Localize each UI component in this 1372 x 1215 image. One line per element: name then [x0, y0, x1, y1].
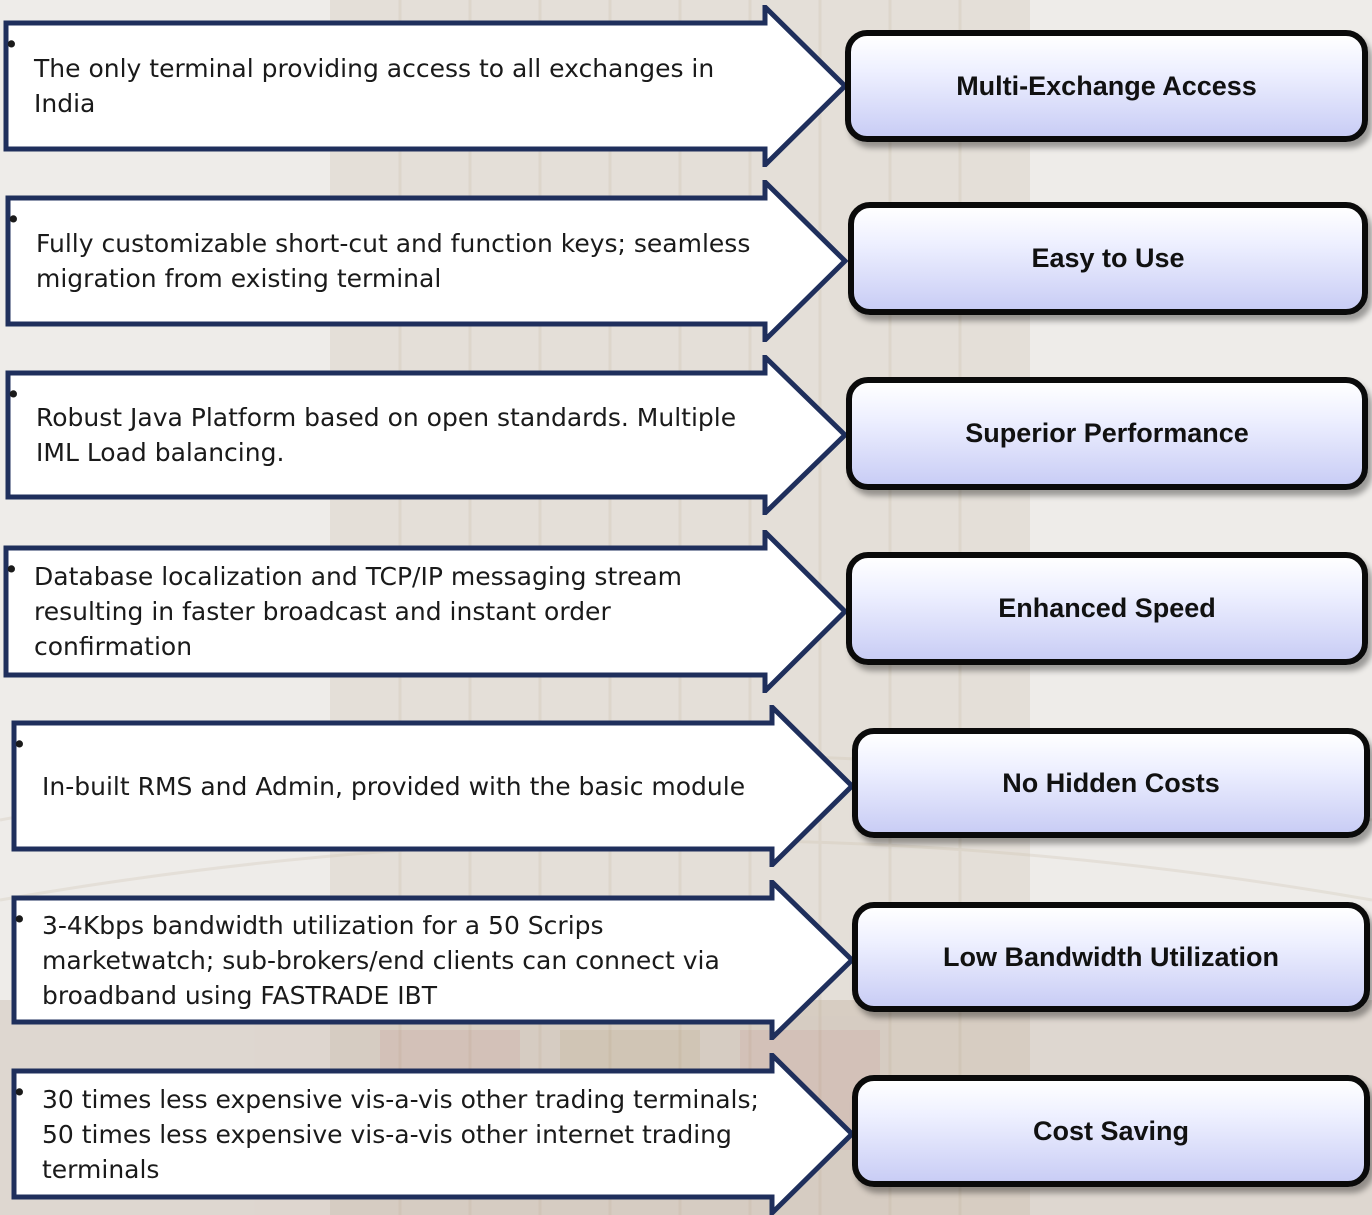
arrow-shape: [5, 180, 849, 342]
feature-description: • Fully customizable short-cut and functi…: [6, 202, 770, 320]
arrow-shape: [11, 705, 856, 867]
feature-description-text: In-built RMS and Admin, provided with th…: [42, 771, 746, 801]
feature-row: • Database localization and TCP/IP messag…: [0, 530, 1372, 693]
feature-description: • Database localization and TCP/IP messag…: [4, 552, 745, 671]
bullet-marker: •: [12, 1078, 27, 1107]
arrow-shape: [5, 355, 849, 515]
feature-title: Superior Performance: [965, 418, 1249, 448]
feature-description: • The only terminal providing access to a…: [4, 27, 740, 145]
feature-description: • 3-4Kbps bandwidth utilization for a 50 …: [12, 902, 755, 1018]
feature-title: Cost Saving: [1032, 1115, 1190, 1146]
feature-title: Low Bandwidth Utilization: [943, 941, 1279, 972]
feature-description: • Robust Java Platform based on open stan…: [6, 377, 770, 493]
feature-title: Easy to Use: [1031, 243, 1185, 273]
feature-row: • The only terminal providing access to a…: [0, 5, 1372, 167]
arrow-outline: [3, 5, 849, 167]
feature-title-box: Low Bandwidth Utilization: [852, 902, 1370, 1012]
feature-title-box: Enhanced Speed: [846, 552, 1368, 665]
arrow-outline: [5, 180, 849, 342]
feature-description-text: 30 times less expensive vis-a-vis other …: [42, 1084, 759, 1184]
bullet-marker: •: [12, 905, 27, 934]
arrow-outline: [11, 705, 856, 867]
arrow-outline: [11, 880, 856, 1040]
bullet-marker: •: [6, 380, 21, 409]
arrow-shape: [11, 880, 856, 1040]
arrow-outline: [5, 355, 849, 515]
feature-description-text: The only terminal providing access to al…: [34, 54, 715, 118]
feature-row: • 30 times less expensive vis-a-vis other…: [0, 1053, 1372, 1215]
feature-description: • 30 times less expensive vis-a-vis other…: [12, 1075, 775, 1193]
feature-description-text: Database localization and TCP/IP messagi…: [34, 562, 683, 661]
arrow-shape: [3, 530, 849, 693]
feature-description-text: Robust Java Platform based on open stand…: [36, 403, 737, 467]
bullet-marker: •: [12, 730, 27, 759]
feature-title-box: Cost Saving: [852, 1075, 1370, 1187]
arrow-shape: [11, 1053, 856, 1215]
feature-description-text: 3-4Kbps bandwidth utilization for a 50 S…: [42, 910, 720, 1010]
bullet-marker: •: [6, 205, 21, 234]
arrow-shape: [3, 5, 849, 167]
feature-row: • Robust Java Platform based on open stan…: [0, 355, 1372, 515]
feature-row: • 3-4Kbps bandwidth utilization for a 50 …: [0, 880, 1372, 1040]
feature-title-box: Easy to Use: [848, 202, 1368, 315]
bullet-marker: •: [4, 555, 19, 584]
feature-title: Multi-Exchange Access: [956, 70, 1257, 101]
feature-title: Enhanced Speed: [998, 593, 1216, 623]
feature-title-box: Multi-Exchange Access: [845, 30, 1368, 142]
feature-row: • Fully customizable short-cut and functi…: [0, 180, 1372, 342]
feature-description: • In-built RMS and Admin, provided with t…: [12, 727, 780, 845]
bullet-marker: •: [4, 30, 19, 59]
feature-title-box: No Hidden Costs: [852, 728, 1370, 838]
arrow-outline: [11, 1053, 856, 1215]
feature-title: No Hidden Costs: [1002, 767, 1220, 798]
arrow-outline: [3, 530, 849, 693]
feature-description-text: Fully customizable short-cut and functio…: [36, 229, 751, 293]
feature-row: • In-built RMS and Admin, provided with t…: [0, 705, 1372, 867]
feature-title-box: Superior Performance: [846, 377, 1368, 490]
